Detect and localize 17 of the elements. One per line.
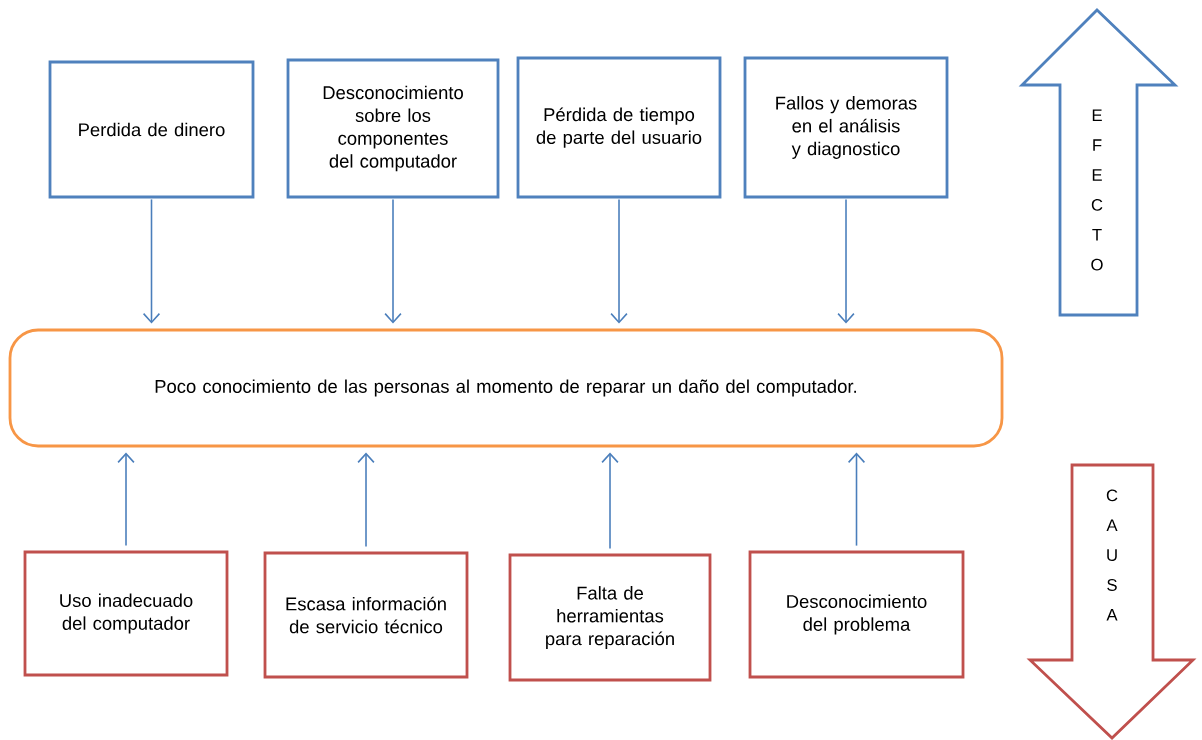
cause-box: Desconocimiento del problema (748, 550, 965, 679)
cause-box: Uso inadecuado del computador (23, 550, 229, 677)
arrow (837, 198, 855, 324)
arrow (117, 452, 135, 547)
cause-box: Falta de herramientas para reparación (508, 553, 712, 682)
effect-box: Desconocimiento sobre los componentes del computador (286, 58, 500, 199)
cause-box: Escasa información de servicio técnico (263, 551, 469, 679)
arrow (610, 198, 628, 324)
problem-box: Poco conocimiento de las personas al momento de reparar un daño del computador. (8, 328, 1004, 448)
arrow (357, 452, 375, 548)
arrow (847, 452, 866, 547)
effect-box: Pérdida de tiempo de parte del usuario (516, 56, 722, 199)
arrow (384, 198, 402, 324)
effect-box: Perdida de dinero (48, 60, 255, 199)
arrow (142, 198, 161, 324)
arrow (601, 452, 619, 550)
effect-box: Fallos y demoras en el análisis y diagnostico (743, 56, 949, 199)
